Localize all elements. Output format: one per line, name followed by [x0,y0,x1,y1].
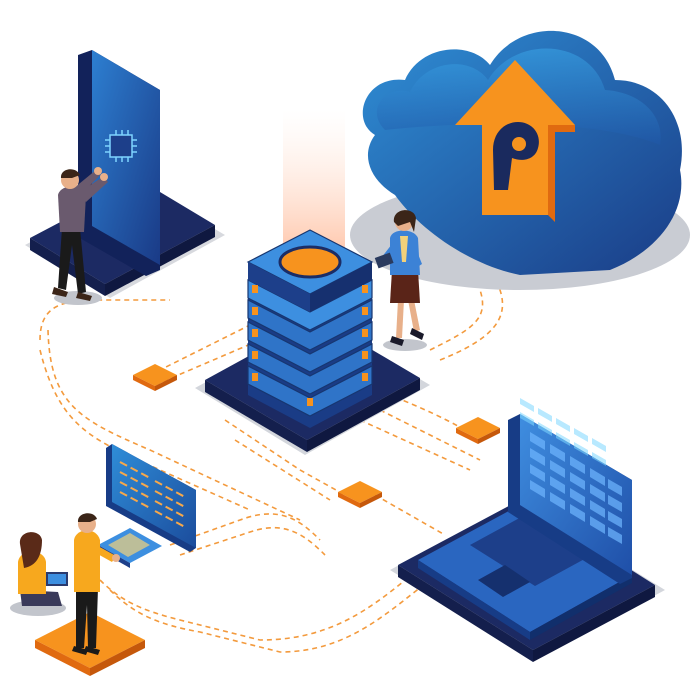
connection-line [109,571,441,653]
person-icon [374,210,427,351]
network-node-icon [338,481,382,508]
laptop-screen-grid [530,432,622,544]
person-icon [10,532,68,616]
connection-line [39,299,170,341]
connection-lines [39,209,504,653]
server-rack-icon [246,229,374,428]
server-station [195,110,430,455]
network-node-icon [456,417,500,444]
network-node-icon [133,364,177,391]
laptop-icon [418,398,632,640]
connection-line [374,494,446,536]
connection-line [429,244,484,351]
tablet-station [25,50,225,305]
platform-side [307,378,420,452]
connection-line [149,324,251,376]
platform-side [90,640,145,676]
connection-line [379,409,481,461]
connection-line [179,527,326,556]
connection-line [234,439,331,501]
connection-line [359,419,471,471]
laptop-touchpad [478,565,530,597]
server-top-glow [278,245,342,279]
platform-side [398,565,533,662]
cpu-chip-icon [105,130,137,162]
monitor-icon [106,444,196,552]
connection-line [224,419,346,496]
connection-line [379,389,466,431]
upload-arrow-side [548,125,575,222]
connection-line [99,559,431,641]
brand-logo-icon [493,122,539,190]
laptop-station [390,398,665,662]
connection-line [439,239,504,361]
laptop-icon [98,528,162,568]
floating-grid [520,398,606,466]
laptop-keyboard [470,515,590,586]
network-nodes [133,364,500,508]
connection-line [169,513,321,546]
person-icon [52,167,108,305]
platform-side [35,640,90,676]
platform-side [205,380,307,452]
monitor-station [10,444,196,676]
person-icon [72,513,120,655]
platform-side [533,585,655,662]
cloud [350,30,690,290]
